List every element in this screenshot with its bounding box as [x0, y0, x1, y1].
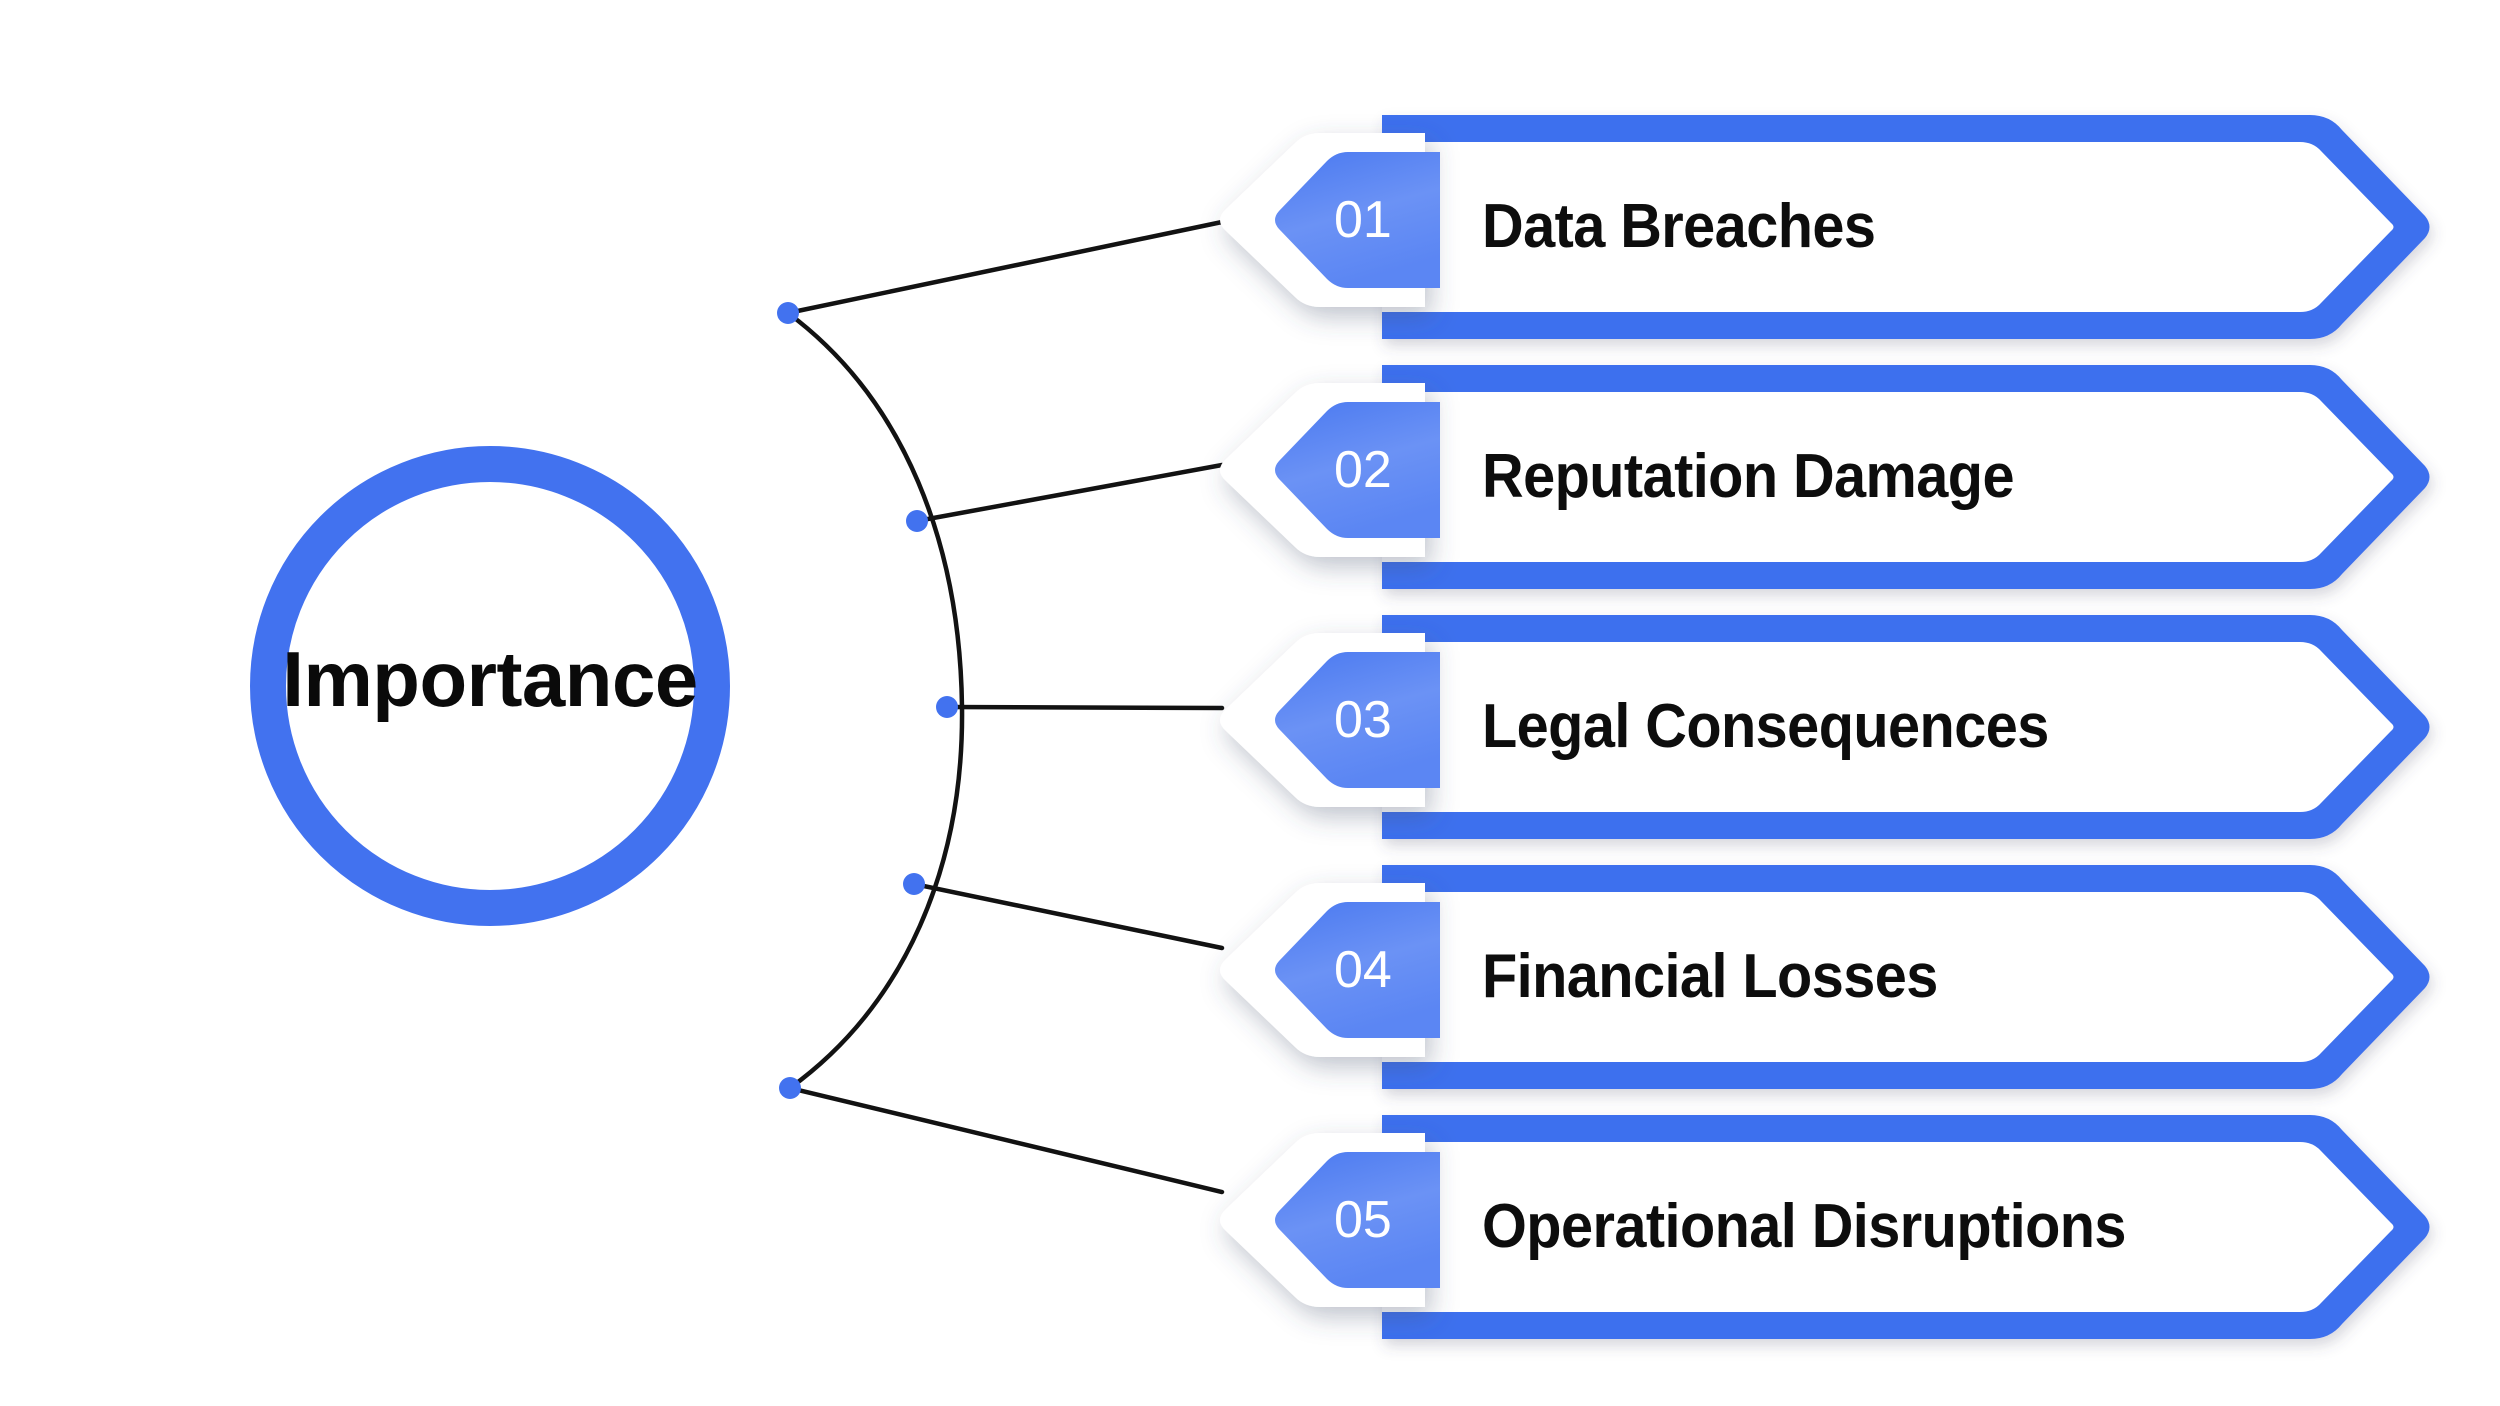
connector-line-1 [785, 219, 1225, 316]
hub-circle-group[interactable] [250, 446, 730, 926]
item-title-3: Legal Consequences [1482, 692, 2049, 761]
banner-row-1[interactable] [1220, 115, 2430, 339]
number-chip-3 [1275, 652, 1440, 788]
connector-dot-4 [903, 873, 925, 895]
banner-row-5[interactable] [1220, 1115, 2430, 1339]
connector-dot-3 [936, 696, 958, 718]
hub-circle-fill [268, 464, 712, 908]
item-title-1: Data Breaches [1482, 192, 1876, 261]
item-title-4: Financial Losses [1482, 942, 1938, 1011]
connector-dots [777, 302, 958, 1099]
banner-inner-shape-4 [1382, 892, 2394, 1062]
item-number-3: 03 [1334, 691, 1392, 749]
item-number-5: 05 [1334, 1191, 1392, 1249]
number-chip-1 [1275, 152, 1440, 288]
banner-inner-shape-1 [1382, 142, 2394, 312]
number-chip-5 [1275, 1152, 1440, 1288]
item-title-2: Reputation Damage [1482, 442, 2015, 511]
item-number-1: 01 [1334, 191, 1392, 249]
connector-dot-5 [779, 1077, 801, 1099]
hub-label: Importance [282, 635, 698, 723]
connector-group [785, 219, 1225, 1195]
connector-line-5 [787, 1085, 1225, 1195]
connector-dot-2 [906, 510, 928, 532]
hub-circle-ring [250, 446, 730, 926]
number-chip-2 [1275, 402, 1440, 538]
banner-row-4[interactable] [1220, 865, 2430, 1089]
item-number-4: 04 [1334, 941, 1392, 999]
connector-line-2 [914, 462, 1225, 524]
item-number-2: 02 [1334, 441, 1392, 499]
banner-inner-shape-3 [1382, 642, 2394, 812]
item-title-5: Operational Disruptions [1482, 1192, 2126, 1261]
connector-dot-1 [777, 302, 799, 324]
banner-row-2[interactable] [1220, 365, 2430, 589]
banner-inner-shape-5 [1382, 1142, 2394, 1312]
number-chip-4 [1275, 902, 1440, 1038]
banner-inner-shape-2 [1382, 392, 2394, 562]
connector-line-4 [911, 881, 1225, 951]
banner-row-3[interactable] [1220, 615, 2430, 839]
connector-line-3 [944, 704, 1225, 711]
